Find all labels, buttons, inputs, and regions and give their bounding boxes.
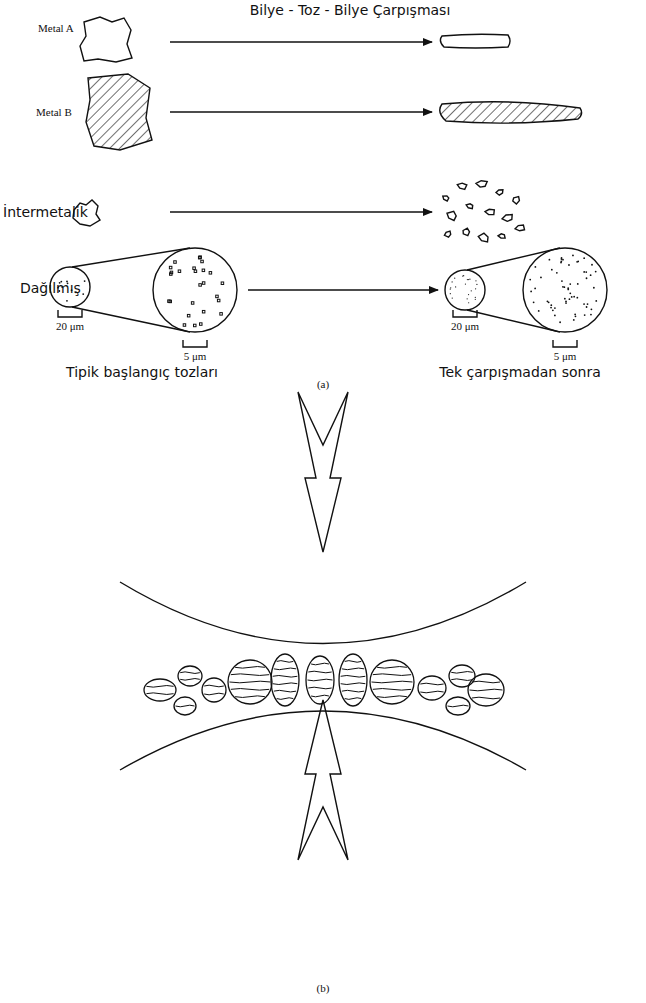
zoom-line [72,248,190,267]
arrow [248,289,438,290]
panel-label: (a) [317,378,329,391]
ball-surface [120,582,526,644]
arrow [170,211,432,212]
zoom-line [467,310,560,332]
material-label: Metal A [38,22,74,35]
metal-b-flattened [440,102,582,123]
ball-surface [120,711,526,770]
impact-arrow [298,700,348,860]
arrow [170,111,432,112]
scale-label: 20 μm [56,320,84,333]
scale-label: 5 μm [184,350,207,363]
zoom-line [72,307,190,332]
impact-arrow [298,392,348,552]
scale-bar [453,310,477,317]
zoom-line [467,248,560,270]
stage-caption: Tipik başlangıç tozları [66,364,218,380]
material-label: Dağılmış [20,280,81,296]
trapped-powder [144,654,504,715]
metal-a-particle [80,17,132,62]
material-label: Metal B [36,106,72,119]
diagram-title: Bilye - Toz - Bilye Çarpışması [250,2,451,18]
scale-label: 20 μm [451,320,479,333]
scale-label: 5 μm [554,350,577,363]
dispersed-particle-after [445,270,485,310]
panel-label: (b) [317,982,330,995]
scale-bar [183,340,207,347]
dispersed-magnified [153,248,237,332]
material-label: İntermetalik [3,204,88,220]
intermetallic-fragments [443,181,525,242]
arrow [170,41,432,42]
dispersed-magnified-after [523,248,607,332]
scale-bar [58,310,82,317]
metal-a-flattened [440,34,510,48]
stage-caption: Tek çarpışmadan sonra [439,364,601,380]
metal-b-particle [86,74,152,150]
scale-bar [553,340,577,347]
dispersoid-dots [57,254,597,326]
